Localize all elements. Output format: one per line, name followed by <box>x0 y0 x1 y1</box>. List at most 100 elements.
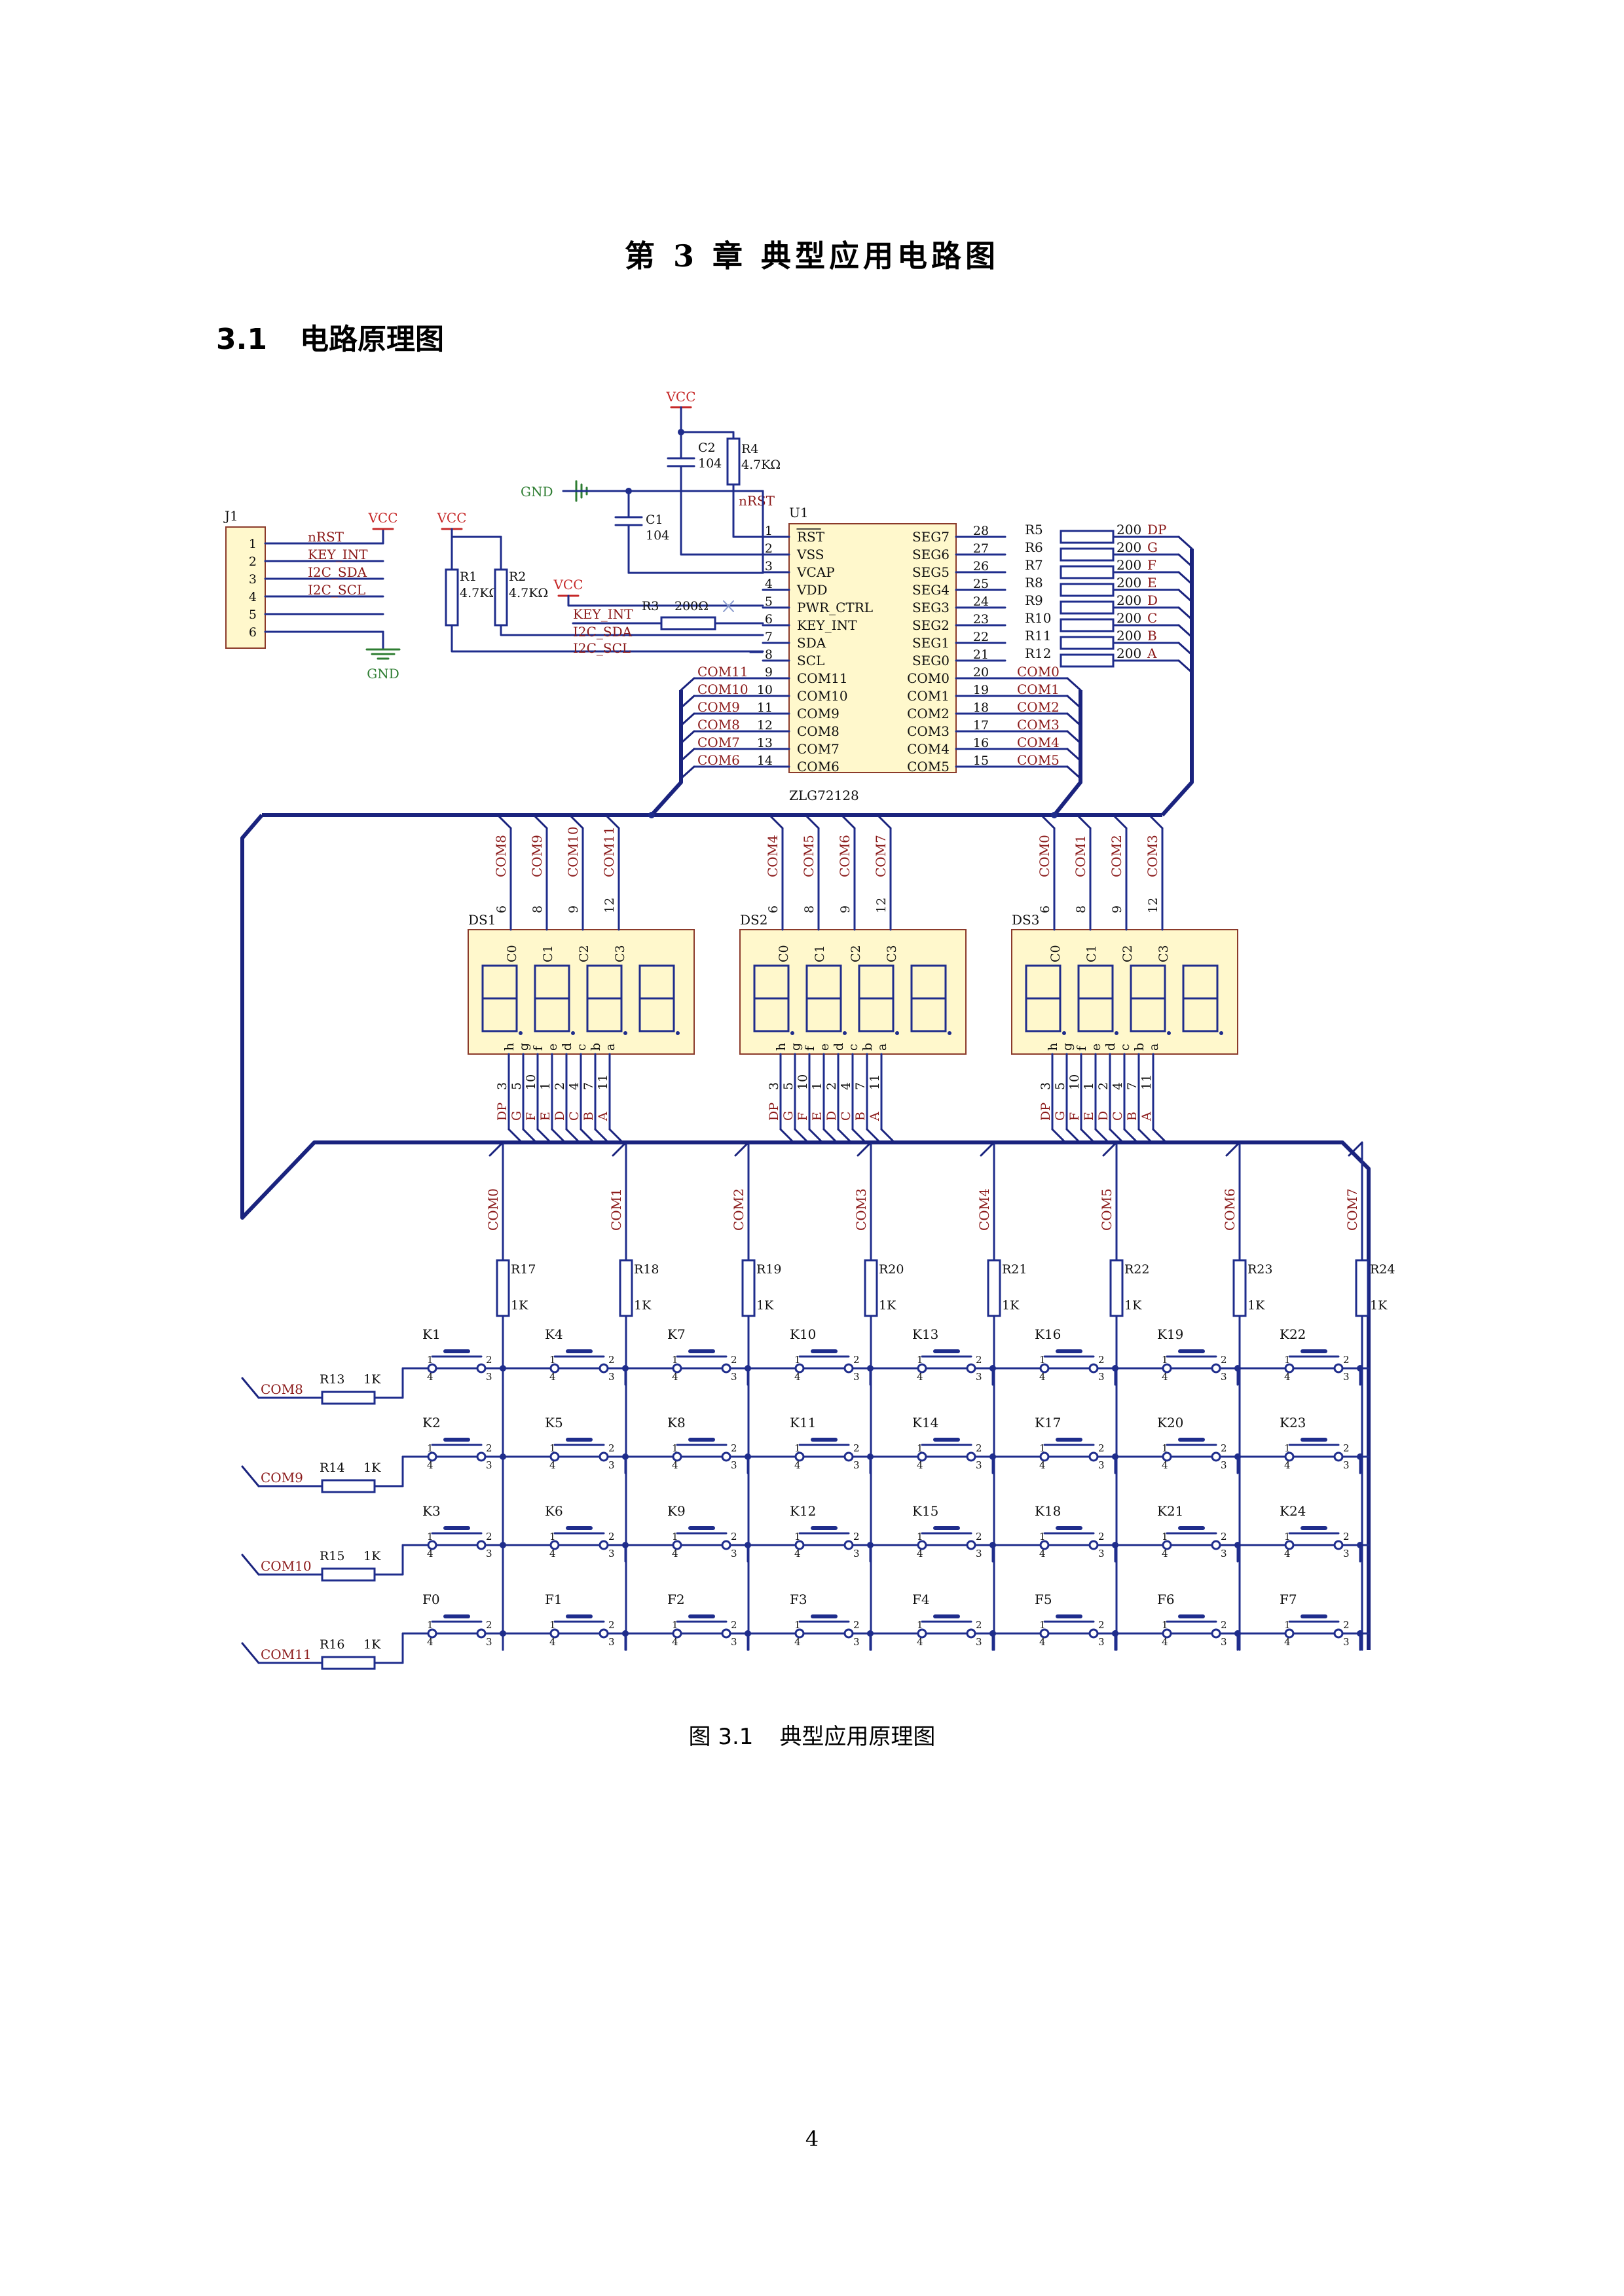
junction-dot <box>989 1365 996 1372</box>
junction-dot <box>625 488 632 494</box>
resistor-ref: R11 <box>1025 628 1052 644</box>
switch-pin-number: 4 <box>1284 1459 1291 1471</box>
chip-pin-number: 13 <box>757 736 773 750</box>
bus-entry-slant <box>1066 677 1082 691</box>
bus-entry-slant <box>851 1128 867 1144</box>
row-resistor <box>321 1656 376 1670</box>
junction-dot <box>1357 1542 1363 1548</box>
switch-pin-number: 3 <box>853 1459 860 1471</box>
junction-dot <box>1112 1453 1118 1460</box>
bus-entry-slant <box>1148 814 1164 829</box>
switch-pin-number: 4 <box>672 1636 678 1648</box>
bus-entry-slant <box>1225 1141 1241 1157</box>
switch-contact <box>1088 1628 1099 1639</box>
key-label: K16 <box>1035 1326 1061 1342</box>
bus-entry-slant <box>604 814 620 829</box>
bus-entry-slant <box>794 1128 809 1144</box>
switch-contact <box>1211 1628 1221 1639</box>
switch-pin-number: 4 <box>794 1459 801 1471</box>
bus-entry-slant <box>1066 748 1082 762</box>
display-seg-label: D <box>1096 1111 1111 1121</box>
display-ref: DS2 <box>740 912 767 928</box>
display-seg-label: E <box>810 1112 824 1121</box>
display-pin-number: 2 <box>553 1082 567 1090</box>
bus-net-label: COM9 <box>697 699 740 715</box>
display-seg-label: A <box>1139 1112 1154 1121</box>
resistor-value: 200 <box>1116 646 1141 661</box>
switch-contact <box>721 1540 731 1550</box>
bus-entry-slant <box>1065 1128 1081 1144</box>
segment-letter: e <box>1089 1044 1103 1051</box>
segment-net-label: D <box>1147 592 1158 608</box>
connector-pin-number: 3 <box>249 572 257 587</box>
switch-contact <box>599 1628 609 1639</box>
key-label: K23 <box>1280 1415 1306 1430</box>
display-seg-label: A <box>868 1112 882 1121</box>
key-label: F4 <box>912 1592 930 1607</box>
bus-entry-slant <box>568 814 584 829</box>
row-resistor <box>321 1567 376 1582</box>
key-label: K9 <box>667 1503 686 1519</box>
chip-pin-name: SEG6 <box>912 547 950 562</box>
segment-resistor <box>1060 530 1115 544</box>
resistor-ref: R9 <box>1025 592 1043 608</box>
switch-contact <box>476 1628 487 1639</box>
junction-dot <box>1234 1453 1241 1460</box>
display-pin-number: 8 <box>530 905 545 913</box>
chip-pin-number: 4 <box>765 577 773 591</box>
gnd-label: GND <box>367 666 399 682</box>
switch-pin-number: 3 <box>1343 1548 1350 1559</box>
key-label: K2 <box>422 1415 441 1430</box>
display-pin-number: 8 <box>1074 905 1088 913</box>
resistor-value: 200 <box>1116 610 1141 626</box>
switch-pin-number: 1 <box>1162 1354 1168 1366</box>
switch-pin-number: 1 <box>1039 1442 1046 1454</box>
switch-contact <box>1039 1363 1050 1374</box>
bus-net-label: COM10 <box>697 682 748 697</box>
chip-pin-number: 8 <box>765 647 773 662</box>
switch-contact <box>1162 1363 1172 1374</box>
chip-pin-number: 2 <box>765 541 773 556</box>
key-label: K14 <box>912 1415 938 1430</box>
segment-letter: c <box>574 1044 589 1051</box>
bus-entry-slant <box>1177 624 1193 638</box>
resistor-value: 1K <box>1247 1298 1265 1313</box>
segment-letter: c <box>846 1044 860 1051</box>
switch-contact <box>794 1363 805 1374</box>
switch-pin-number: 4 <box>1284 1548 1291 1559</box>
chip-pin-name: PWR_CTRL <box>797 600 873 615</box>
switch-pin-number: 2 <box>731 1354 737 1366</box>
column-resistor <box>1232 1259 1247 1317</box>
row-com-label: COM11 <box>261 1647 312 1662</box>
row-com-label: COM10 <box>261 1558 312 1574</box>
switch-contact <box>549 1451 560 1462</box>
bus-entry-slant <box>808 1128 824 1144</box>
vcc-label: VCC <box>436 510 466 526</box>
digit-label: C2 <box>1120 945 1135 962</box>
chip-pin-name: COM4 <box>907 741 950 757</box>
vcc-label: VCC <box>367 510 397 526</box>
chip-pin-name: VDD <box>796 582 828 598</box>
switch-pin-number: 2 <box>486 1619 492 1631</box>
switch-pin-number: 1 <box>672 1354 678 1366</box>
bus-entry-slant <box>880 1128 896 1144</box>
chip-pin-name: COM10 <box>797 688 848 704</box>
bus-entry-slant <box>241 1377 260 1399</box>
connector-pin-number: 5 <box>249 608 257 622</box>
key-label: K20 <box>1157 1415 1183 1430</box>
switch-pin-number: 1 <box>1284 1442 1291 1454</box>
junction-dot <box>1112 1542 1118 1548</box>
chip-pin-name: SEG3 <box>912 600 950 615</box>
bus-entry-slant <box>536 1128 552 1144</box>
resistor-ref: R23 <box>1247 1262 1272 1277</box>
switch-pin-number: 4 <box>549 1459 556 1471</box>
switch-pin-number: 2 <box>1343 1442 1350 1454</box>
display-pin-number: 12 <box>602 898 617 913</box>
bus-entry-slant <box>1094 1128 1110 1144</box>
display-pin-number: 7 <box>853 1082 868 1090</box>
segment-letter: h <box>774 1043 788 1051</box>
row-resistor <box>321 1391 376 1405</box>
display-seg-label: C <box>839 1111 853 1121</box>
switch-pin-number: 2 <box>976 1531 982 1542</box>
